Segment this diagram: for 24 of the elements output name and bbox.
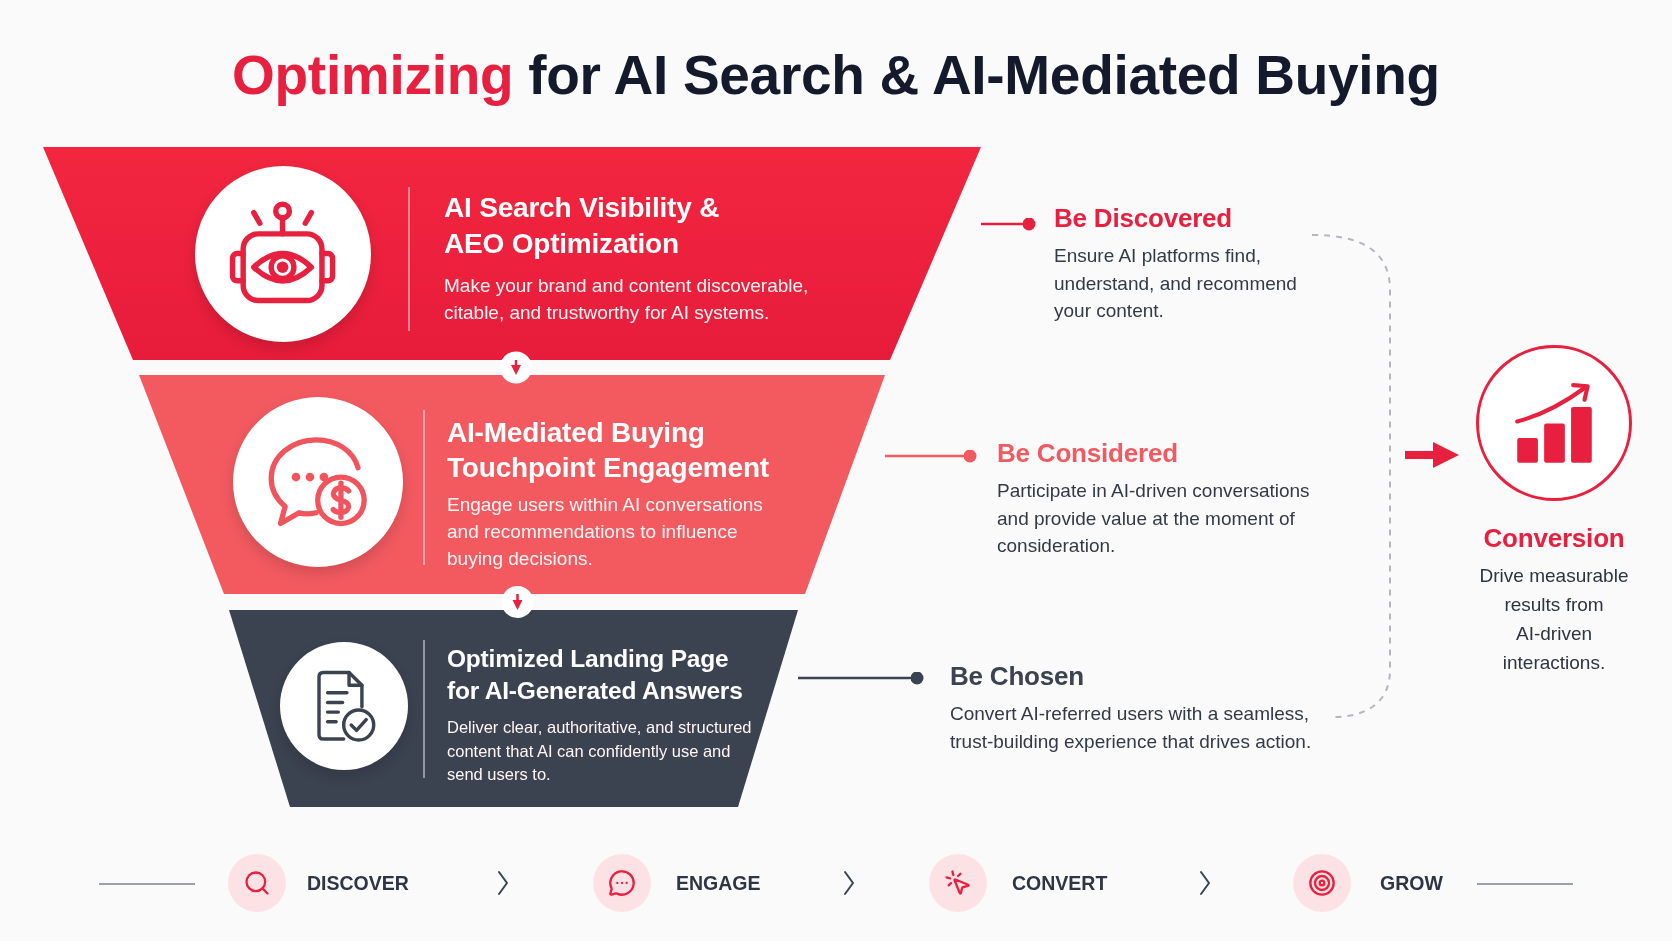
- stage-title: Optimized Landing Page for AI-Generated Answers: [447, 644, 744, 706]
- description: Participate in AI-driven conversations and provide value at the moment of consideration.: [997, 479, 1311, 558]
- description: Drive measurable results from AI-driven interactions.: [1478, 564, 1630, 675]
- stage-title: AI Search Visibility & AEO Optimization: [444, 191, 721, 261]
- heading: Be Discovered: [1054, 202, 1233, 234]
- arrow: [512, 594, 523, 610]
- step-label: ENGAGE: [676, 871, 761, 895]
- heading: Be Chosen: [950, 660, 1084, 692]
- heading: Conversion: [1483, 522, 1625, 554]
- step-label: DISCOVER: [307, 871, 409, 895]
- connector-line: [798, 671, 924, 685]
- stage-description: Make your brand and content discoverable, citable, and trustworthy for AI systems.: [444, 274, 810, 325]
- description: Convert AI-referred users with a seamless, trust-building experience that drives action.: [950, 702, 1313, 754]
- description: Ensure AI platforms find, understand, and recommend your content.: [1054, 244, 1298, 323]
- stage-title: AI-Mediated Buying Touchpoint Engagement: [447, 416, 770, 485]
- stage-description: Deliver clear, authoritative, and structured content that AI can confidently use and send users to.: [447, 717, 753, 785]
- step-label: GROW: [1380, 871, 1443, 895]
- step-label: CONVERT: [1012, 871, 1108, 895]
- connector-line: [981, 217, 1036, 231]
- heading: Be Considered: [997, 437, 1178, 469]
- stage-description: Engage users within AI conversations and recommendations to influence buying decisions.: [447, 493, 764, 571]
- title: Optimizing for AI Search & AI-Mediated Buying: [232, 43, 1440, 108]
- connector-line: [885, 449, 977, 463]
- arrow: [511, 360, 521, 375]
